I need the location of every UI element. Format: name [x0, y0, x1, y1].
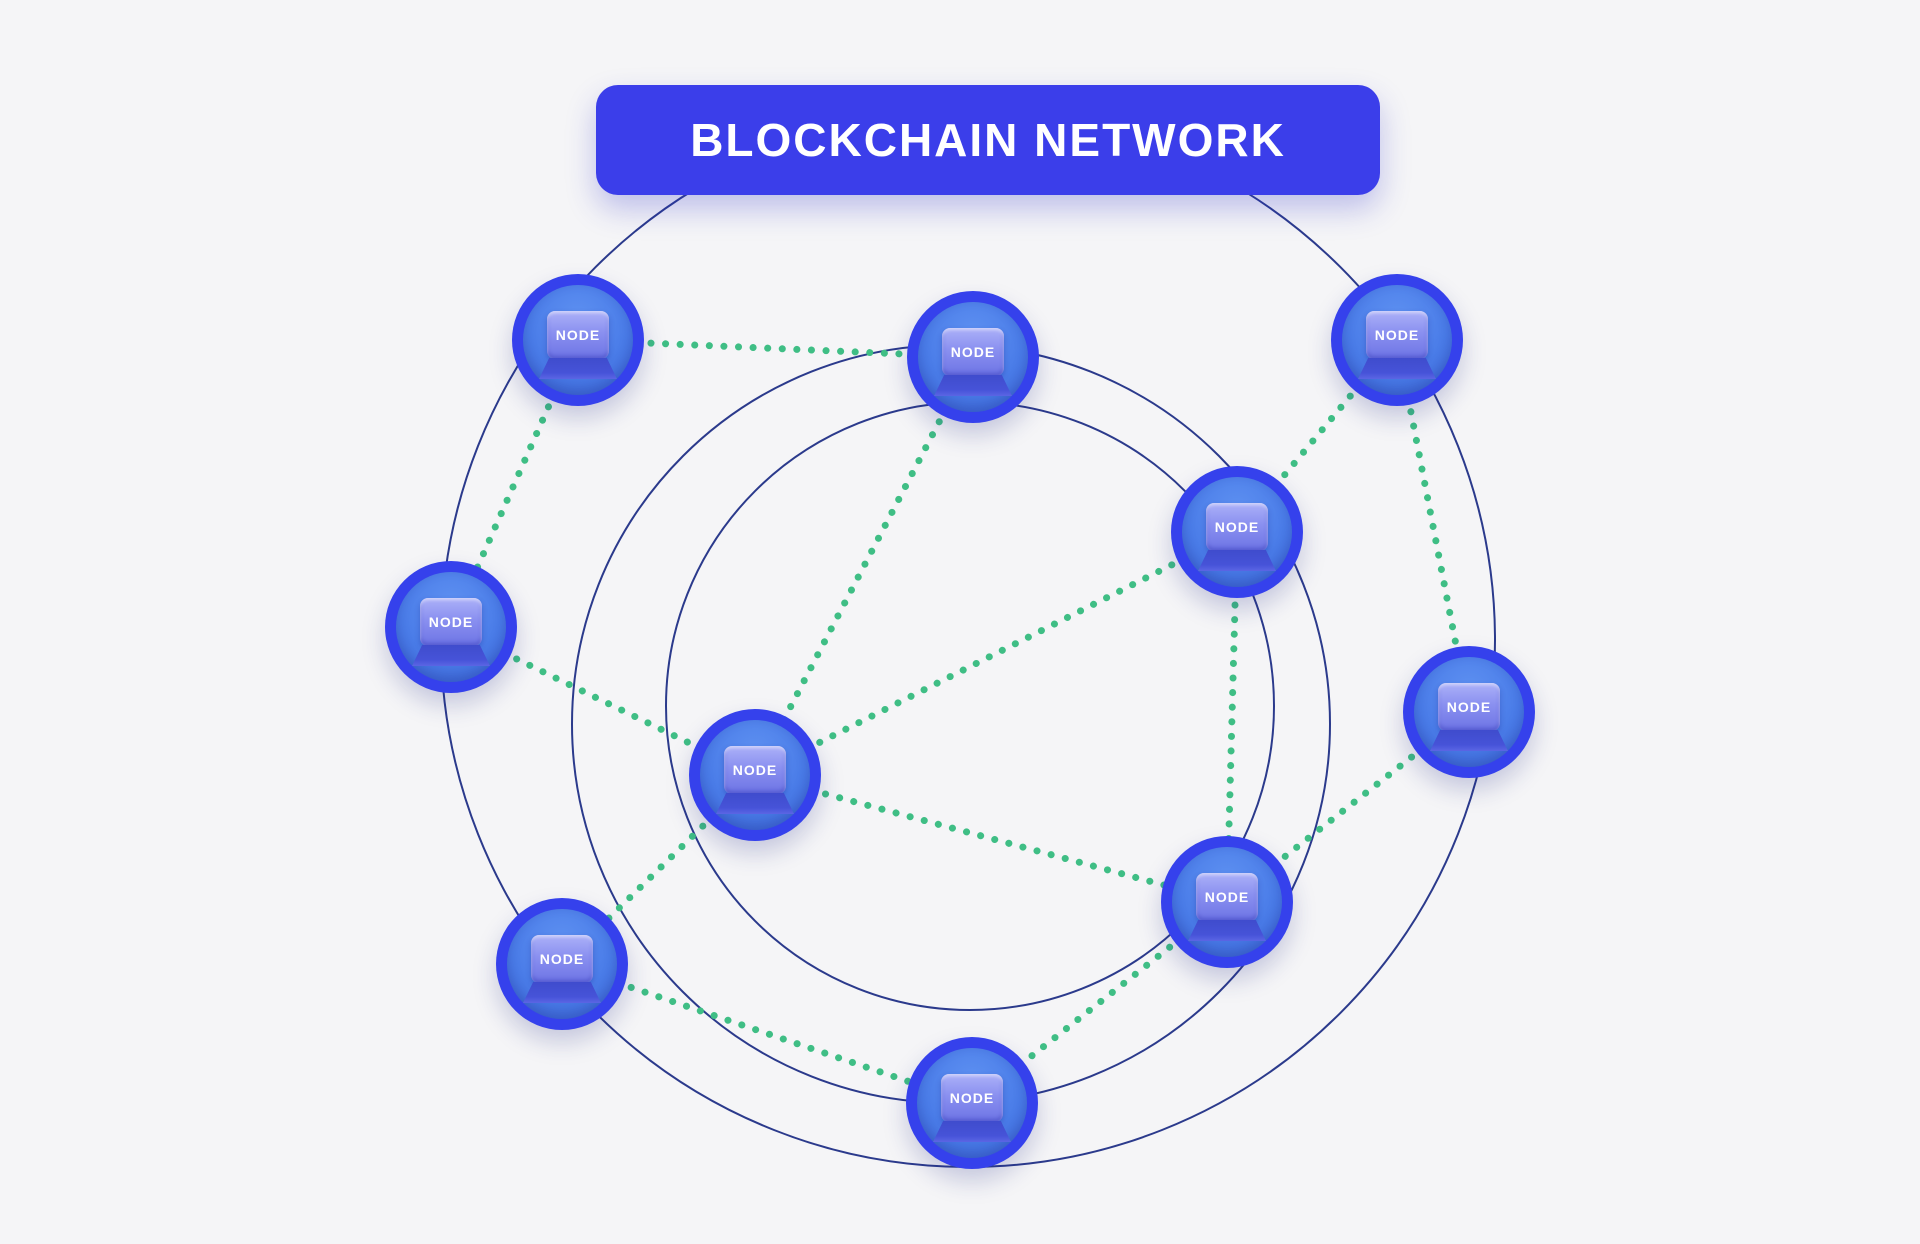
- node-10: NODE: [906, 1037, 1038, 1169]
- laptop-screen: NODE: [420, 598, 482, 646]
- laptop-icon: NODE: [933, 328, 1013, 396]
- laptop-icon: NODE: [715, 746, 795, 814]
- laptop-base: [716, 793, 794, 814]
- node-label: NODE: [1204, 889, 1250, 905]
- node-label: NODE: [1374, 327, 1420, 343]
- laptop-base: [523, 982, 601, 1003]
- laptop-base: [933, 1121, 1011, 1142]
- laptop-screen: NODE: [724, 746, 786, 794]
- laptop-base: [412, 645, 490, 666]
- edge-node-4-node-6: [751, 528, 1241, 779]
- node-body: NODE: [507, 909, 617, 1019]
- edge-node-2-node-6: [751, 353, 977, 779]
- laptop-icon: NODE: [1187, 873, 1267, 941]
- laptop-screen: NODE: [1366, 311, 1428, 359]
- node-1: NODE: [512, 274, 644, 406]
- laptop-icon: NODE: [1429, 683, 1509, 751]
- node-body: NODE: [917, 1048, 1027, 1158]
- title-banner: BLOCKCHAIN NETWORK: [596, 85, 1380, 195]
- edge-node-9-node-10: [558, 960, 976, 1107]
- laptop-screen: NODE: [531, 935, 593, 983]
- node-label: NODE: [732, 762, 778, 778]
- laptop-screen: NODE: [1196, 873, 1258, 921]
- node-label: NODE: [555, 327, 601, 343]
- node-3: NODE: [1331, 274, 1463, 406]
- node-body: NODE: [523, 285, 633, 395]
- laptop-icon: NODE: [1357, 311, 1437, 379]
- laptop-base: [1198, 550, 1276, 571]
- node-body: NODE: [1182, 477, 1292, 587]
- node-label: NODE: [1214, 519, 1260, 535]
- laptop-icon: NODE: [411, 598, 491, 666]
- node-6: NODE: [689, 709, 821, 841]
- node-9: NODE: [496, 898, 628, 1030]
- laptop-base: [539, 358, 617, 379]
- laptop-base: [1358, 358, 1436, 379]
- laptop-icon: NODE: [1197, 503, 1277, 571]
- laptop-icon: NODE: [932, 1074, 1012, 1142]
- node-8: NODE: [1161, 836, 1293, 968]
- node-label: NODE: [950, 344, 996, 360]
- laptop-icon: NODE: [522, 935, 602, 1003]
- laptop-screen: NODE: [942, 328, 1004, 376]
- node-body: NODE: [396, 572, 506, 682]
- edge-node-6-node-8: [751, 771, 1231, 906]
- node-body: NODE: [1414, 657, 1524, 767]
- edge-node-8-node-10: [968, 898, 1231, 1107]
- laptop-screen: NODE: [547, 311, 609, 359]
- node-4: NODE: [1171, 466, 1303, 598]
- orbit-circle-2: [571, 344, 1331, 1104]
- laptop-base: [1430, 730, 1508, 751]
- node-label: NODE: [949, 1090, 995, 1106]
- node-label: NODE: [428, 614, 474, 630]
- node-5: NODE: [385, 561, 517, 693]
- laptop-base: [1188, 920, 1266, 941]
- node-body: NODE: [700, 720, 810, 830]
- laptop-screen: NODE: [941, 1074, 1003, 1122]
- node-body: NODE: [1342, 285, 1452, 395]
- node-2: NODE: [907, 291, 1039, 423]
- node-body: NODE: [1172, 847, 1282, 957]
- node-7: NODE: [1403, 646, 1535, 778]
- laptop-screen: NODE: [1206, 503, 1268, 551]
- laptop-base: [934, 375, 1012, 396]
- node-label: NODE: [539, 951, 585, 967]
- node-body: NODE: [918, 302, 1028, 412]
- node-label: NODE: [1446, 699, 1492, 715]
- edge-node-3-node-7: [1393, 336, 1473, 716]
- laptop-screen: NODE: [1438, 683, 1500, 731]
- laptop-icon: NODE: [538, 311, 618, 379]
- page-title: BLOCKCHAIN NETWORK: [690, 114, 1286, 166]
